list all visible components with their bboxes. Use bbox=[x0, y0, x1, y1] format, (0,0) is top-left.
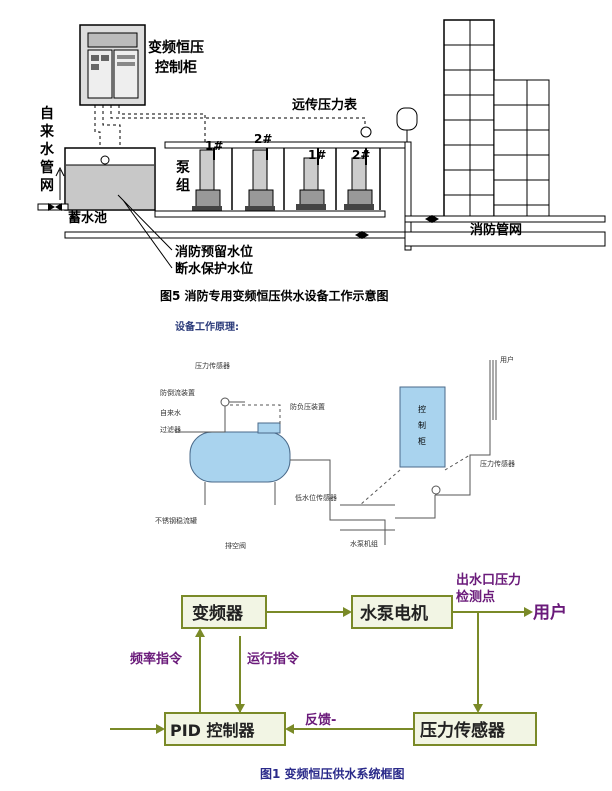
flow-lines bbox=[110, 611, 525, 730]
pump-motor-label: 水泵电机 bbox=[360, 603, 428, 624]
filter-label: 过滤器 bbox=[160, 425, 181, 434]
vfd-block bbox=[181, 595, 267, 629]
tap-water-label: 自来水 bbox=[160, 408, 181, 417]
pressure-sensor-right: 压力传感器 bbox=[480, 459, 515, 468]
run-cmd-label: 运行指令 bbox=[247, 651, 300, 667]
cabinet-label-1: 变频恒压 bbox=[148, 39, 204, 56]
pump-group bbox=[192, 148, 381, 212]
pressure-sensor-top: 压力传感器 bbox=[195, 361, 230, 370]
principle-diagram: 设备工作原理: 控 制 柜 压力传感器 防倒流装置 自来水 过滤器 bbox=[155, 320, 515, 550]
expansion-tank bbox=[396, 107, 418, 131]
figure-5: 变频恒压 控制柜 远传压力表 bbox=[37, 19, 606, 303]
pressure-gauge-icon bbox=[360, 126, 372, 138]
pressure-sensor-label: 压力传感器 bbox=[420, 720, 506, 741]
outlet-label-1: 出水口压力 bbox=[456, 572, 521, 588]
pid-block bbox=[164, 712, 286, 746]
pump-group-label-2: 组 bbox=[176, 177, 190, 194]
pid-label: PID 控制器 bbox=[170, 721, 256, 740]
tank-label: 蓄水池 bbox=[68, 210, 107, 226]
city-water-1: 自 bbox=[40, 105, 54, 122]
cutoff-level-label: 断水保护水位 bbox=[175, 261, 253, 277]
reserve-level-label: 消防预留水位 bbox=[175, 244, 253, 260]
vfd-label: 变频器 bbox=[192, 603, 244, 624]
pump-unit-label: 水泵机组 bbox=[350, 539, 378, 548]
control-cabinet bbox=[79, 24, 146, 106]
fig1-user: 用户 bbox=[533, 602, 567, 623]
city-water-3: 水 bbox=[40, 141, 55, 158]
city-water-5: 网 bbox=[40, 178, 54, 194]
feedback-label: 反馈- bbox=[305, 712, 336, 728]
pump-4-label: 2# bbox=[352, 148, 370, 162]
stabilizer-label: 不锈钢稳流罐 bbox=[155, 516, 197, 525]
anti-negative-label: 防负压装置 bbox=[290, 402, 325, 411]
remote-gauge-label: 远传压力表 bbox=[292, 97, 358, 113]
backflow-label: 防倒流装置 bbox=[160, 388, 195, 397]
cabinet-char-2: 制 bbox=[418, 420, 426, 430]
cabinet-label-2: 控制柜 bbox=[155, 59, 197, 76]
fire-network-label: 消防管网 bbox=[470, 222, 522, 238]
blue-tank bbox=[189, 422, 291, 505]
outlet-label-2: 检测点 bbox=[456, 589, 495, 605]
header-pipe bbox=[164, 141, 411, 149]
low-level-sensor: 低水位传感器 bbox=[295, 493, 337, 502]
building bbox=[443, 19, 550, 221]
freq-cmd-label: 频率指令 bbox=[130, 651, 183, 667]
figure-1: 变频器 水泵电机 PID 控制器 压力传感器 用户 出水口压力 检测点 频率指令… bbox=[110, 572, 567, 781]
pump-3-label: 1# bbox=[308, 148, 326, 162]
fig1-caption: 图1 变频恒压供水系统框图 bbox=[260, 766, 405, 781]
drain-label: 排空阀 bbox=[225, 541, 246, 550]
city-water-2: 来 bbox=[39, 124, 55, 140]
principle-cabinet bbox=[399, 386, 446, 468]
pump-motor-block bbox=[351, 595, 453, 629]
pump-2-label: 2# bbox=[254, 132, 272, 146]
suction-pipe bbox=[154, 210, 386, 218]
pump-group-label-1: 泵 bbox=[176, 160, 190, 176]
fig5-caption: 图5 消防专用变频恒压供水设备工作示意图 bbox=[160, 288, 389, 303]
principle-title: 设备工作原理: bbox=[175, 320, 239, 333]
arrowheads bbox=[156, 607, 533, 734]
principle-user-label: 用户 bbox=[500, 355, 514, 364]
cabinet-char-3: 柜 bbox=[418, 436, 426, 446]
pump-1-label: 1# bbox=[205, 139, 223, 153]
cabinet-char-1: 控 bbox=[418, 404, 426, 414]
city-water-4: 管 bbox=[40, 159, 54, 176]
principle-pipes bbox=[175, 360, 497, 545]
